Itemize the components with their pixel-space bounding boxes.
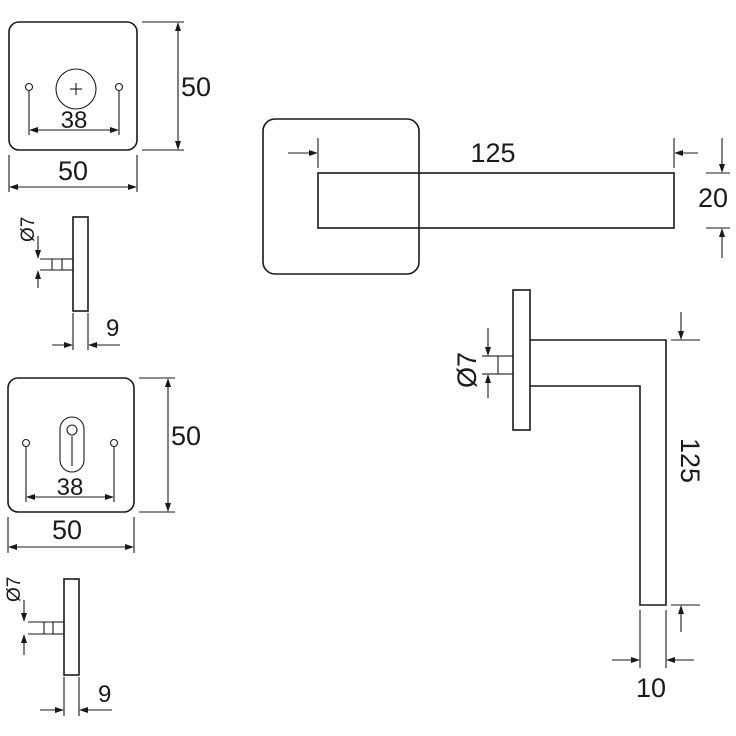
lever-handle-bar	[317, 172, 675, 229]
lever-side-view: Ø7 125 10	[452, 289, 705, 703]
bottom-rosette-cylinder-hole	[59, 416, 85, 473]
lever-side-handle	[530, 339, 667, 606]
bottom-rosette-front-view: 38 50 50	[7, 377, 201, 553]
lever-side-width-label: 10	[636, 673, 666, 703]
top-rosette-screw-hole-right	[114, 82, 124, 92]
lever-rosette-plate	[262, 118, 420, 275]
top-rosette-key-hole	[55, 68, 97, 110]
top-rosette-front-view: 38 50 50	[8, 21, 211, 192]
lever-side-length-label: 125	[675, 438, 705, 483]
top-side-diameter-label: Ø7	[18, 217, 39, 242]
top-rosette-hole-spacing-label: 38	[61, 107, 88, 134]
lever-side-diameter-label: Ø7	[452, 352, 482, 388]
top-rosette-height-label: 50	[181, 72, 211, 102]
top-rosette-side-view: Ø7 9	[18, 216, 120, 350]
bottom-rosette-screw-hole-left	[21, 438, 31, 448]
lever-side-plate	[512, 289, 531, 431]
top-rosette-screw-hole-left	[24, 82, 34, 92]
top-side-screw-head	[61, 258, 74, 271]
bottom-rosette-side-view: Ø7 9	[4, 577, 112, 716]
lever-length-label: 125	[470, 138, 515, 168]
bottom-rosette-screw-hole-right	[109, 438, 119, 448]
bottom-rosette-height-label: 50	[171, 421, 201, 451]
bottom-side-screw-head	[52, 621, 65, 635]
top-rosette-width-label: 50	[58, 156, 88, 186]
bottom-side-thickness-label: 9	[98, 681, 111, 708]
top-side-plate	[72, 216, 89, 312]
bottom-rosette-plate	[7, 377, 135, 513]
top-rosette-plate	[8, 21, 138, 151]
bottom-side-diameter-label: Ø7	[4, 577, 25, 602]
bottom-rosette-width-label: 50	[52, 515, 82, 545]
lever-top-view: 125 20	[262, 118, 730, 275]
bottom-rosette-hole-spacing-label: 38	[57, 474, 84, 501]
bottom-side-plate	[63, 578, 80, 676]
lever-width-label: 20	[698, 183, 728, 213]
top-side-thickness-label: 9	[106, 315, 119, 342]
